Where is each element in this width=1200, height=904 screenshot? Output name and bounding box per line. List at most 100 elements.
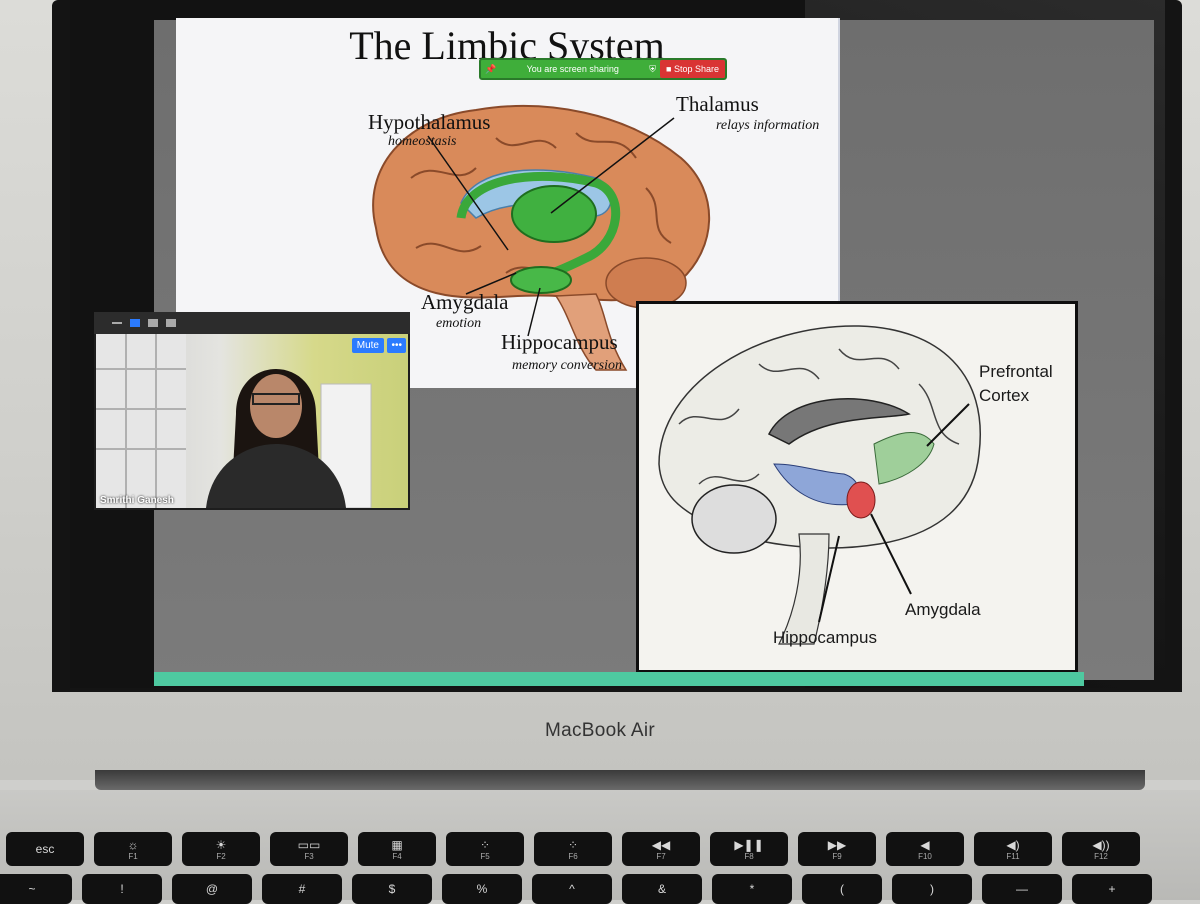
- stop-share-label: Stop Share: [673, 64, 719, 74]
- label-sketch-amygdala: Amygdala: [905, 600, 981, 619]
- video-toolbar: [94, 312, 410, 334]
- key-glyph: ◀: [920, 837, 930, 852]
- stop-share-button[interactable]: ■ Stop Share: [660, 60, 725, 78]
- screen-share-bar: 📌 You are screen sharing ⛨ ■ Stop Share: [479, 58, 727, 80]
- number-key[interactable]: #: [262, 874, 342, 904]
- fn-key[interactable]: ☀F2: [182, 832, 260, 866]
- key-glyph: ⁘: [479, 837, 491, 852]
- participant-video-window[interactable]: Mute ••• Smrithi Ganesh: [94, 312, 410, 510]
- person-body: [206, 444, 346, 508]
- sketch-amygdala: [846, 481, 876, 519]
- key-glyph: ◀)): [1092, 837, 1110, 852]
- video-feed: Mute ••• Smrithi Ganesh: [96, 334, 408, 508]
- screen-sharing-status: You are screen sharing: [526, 64, 619, 74]
- number-key[interactable]: &: [622, 874, 702, 904]
- fn-key[interactable]: ◀))F12: [1062, 832, 1140, 866]
- screen-bottom-bar: [154, 672, 1084, 686]
- label-amygdala: Amygdala: [421, 290, 509, 314]
- key-glyph: ▦: [391, 837, 403, 852]
- key-fn-label: F4: [392, 851, 402, 861]
- key-fn-label: F9: [832, 851, 842, 861]
- hypothalamus-pointer: [427, 135, 509, 251]
- fn-key[interactable]: ▶❚❚F8: [710, 832, 788, 866]
- key-glyph: ⁘: [567, 837, 579, 852]
- minimize-icon[interactable]: [112, 322, 122, 324]
- sketch-folds: [678, 348, 960, 485]
- label-amygdala-sub: emotion: [436, 316, 482, 331]
- key-glyph: ◀◀: [651, 837, 671, 852]
- number-key[interactable]: ~: [0, 874, 72, 904]
- participant-name: Smrithi Ganesh: [100, 495, 174, 506]
- label-hypothalamus-sub: homeostasis: [388, 134, 457, 149]
- fn-key[interactable]: ▭▭F3: [270, 832, 348, 866]
- key-fn-label: F10: [918, 851, 932, 861]
- hippocampus-shape: [510, 266, 572, 294]
- bookshelf: [96, 334, 186, 508]
- laptop-brand: MacBook Air: [545, 720, 655, 741]
- stop-icon: ■: [666, 64, 672, 74]
- brainstem-shape: [554, 293, 628, 371]
- thalamus-shape: [511, 185, 597, 243]
- hippocampus-pointer: [527, 287, 541, 337]
- laptop-lid: The Limbic System: [0, 0, 1200, 780]
- pointer-hippocampus: [818, 535, 840, 623]
- key-fn-label: F12: [1094, 851, 1108, 861]
- keyboard-deck: esc☼F1☀F2▭▭F3▦F4⁘F5⁘F6◀◀F7▶❚❚F8▶▶F9◀F10◀…: [0, 790, 1200, 904]
- key-fn-label: F7: [656, 851, 666, 861]
- shelf-dividers: [96, 334, 186, 508]
- number-key-row: ~! @ # $% ^&* () — +: [0, 874, 1152, 904]
- laptop-hinge: [95, 770, 1145, 790]
- key-glyph: ◀): [1006, 837, 1020, 852]
- fn-key[interactable]: ◀)F11: [974, 832, 1052, 866]
- brain-illustration: [372, 105, 711, 371]
- label-hypothalamus: Hypothalamus: [368, 110, 491, 134]
- fn-key[interactable]: ◀F10: [886, 832, 964, 866]
- number-key[interactable]: *: [712, 874, 792, 904]
- fn-key[interactable]: ▦F4: [358, 832, 436, 866]
- key-fn-label: F5: [480, 851, 490, 861]
- key-fn-label: F11: [1006, 851, 1020, 861]
- number-key[interactable]: ): [892, 874, 972, 904]
- amygdala-pointer: [465, 272, 517, 295]
- sketch-corpus: [767, 398, 911, 445]
- number-key[interactable]: ^: [532, 874, 612, 904]
- side-view-icon[interactable]: [148, 319, 158, 327]
- person-face: [250, 374, 302, 438]
- fn-key[interactable]: ▶▶F9: [798, 832, 876, 866]
- fn-key[interactable]: esc: [6, 832, 84, 866]
- fn-key[interactable]: ⁘F5: [446, 832, 524, 866]
- label-prefrontal: Prefrontal: [979, 362, 1053, 381]
- fn-key[interactable]: ◀◀F7: [622, 832, 700, 866]
- pointer-prefrontal: [926, 403, 970, 447]
- number-key[interactable]: (: [802, 874, 882, 904]
- number-key[interactable]: +: [1072, 874, 1152, 904]
- gallery-view-icon[interactable]: [166, 319, 176, 327]
- sketch-cerebellum: [691, 484, 777, 554]
- key-glyph: ☼: [127, 837, 139, 852]
- key-fn-label: F3: [304, 851, 314, 861]
- label-sketch-hippocampus: Hippocampus: [773, 628, 877, 647]
- pin-icon: 📌: [485, 63, 497, 74]
- number-key[interactable]: $: [352, 874, 432, 904]
- shield-icon: ⛨: [649, 63, 657, 74]
- number-key[interactable]: @: [172, 874, 252, 904]
- more-options-button[interactable]: •••: [387, 338, 406, 353]
- mute-button[interactable]: Mute: [351, 338, 384, 353]
- glasses: [252, 393, 300, 405]
- label-thalamus: Thalamus: [676, 92, 759, 116]
- fn-key[interactable]: ⁘F6: [534, 832, 612, 866]
- brain-sketch-panel: Prefrontal Cortex Amygdala Hippocampus: [636, 301, 1078, 673]
- fn-key[interactable]: ☼F1: [94, 832, 172, 866]
- key-glyph: ▭▭: [297, 837, 321, 852]
- thalamus-pointer: [550, 117, 675, 214]
- key-fn-label: F8: [744, 851, 754, 861]
- number-key[interactable]: !: [82, 874, 162, 904]
- number-key[interactable]: —: [982, 874, 1062, 904]
- number-key[interactable]: %: [442, 874, 522, 904]
- key-glyph: esc: [35, 842, 55, 856]
- label-thalamus-sub: relays information: [716, 118, 820, 133]
- sketch-brainstem: [778, 533, 830, 645]
- key-glyph: ☀: [215, 837, 227, 852]
- single-view-icon[interactable]: [130, 319, 140, 327]
- pointer-amygdala: [870, 513, 912, 595]
